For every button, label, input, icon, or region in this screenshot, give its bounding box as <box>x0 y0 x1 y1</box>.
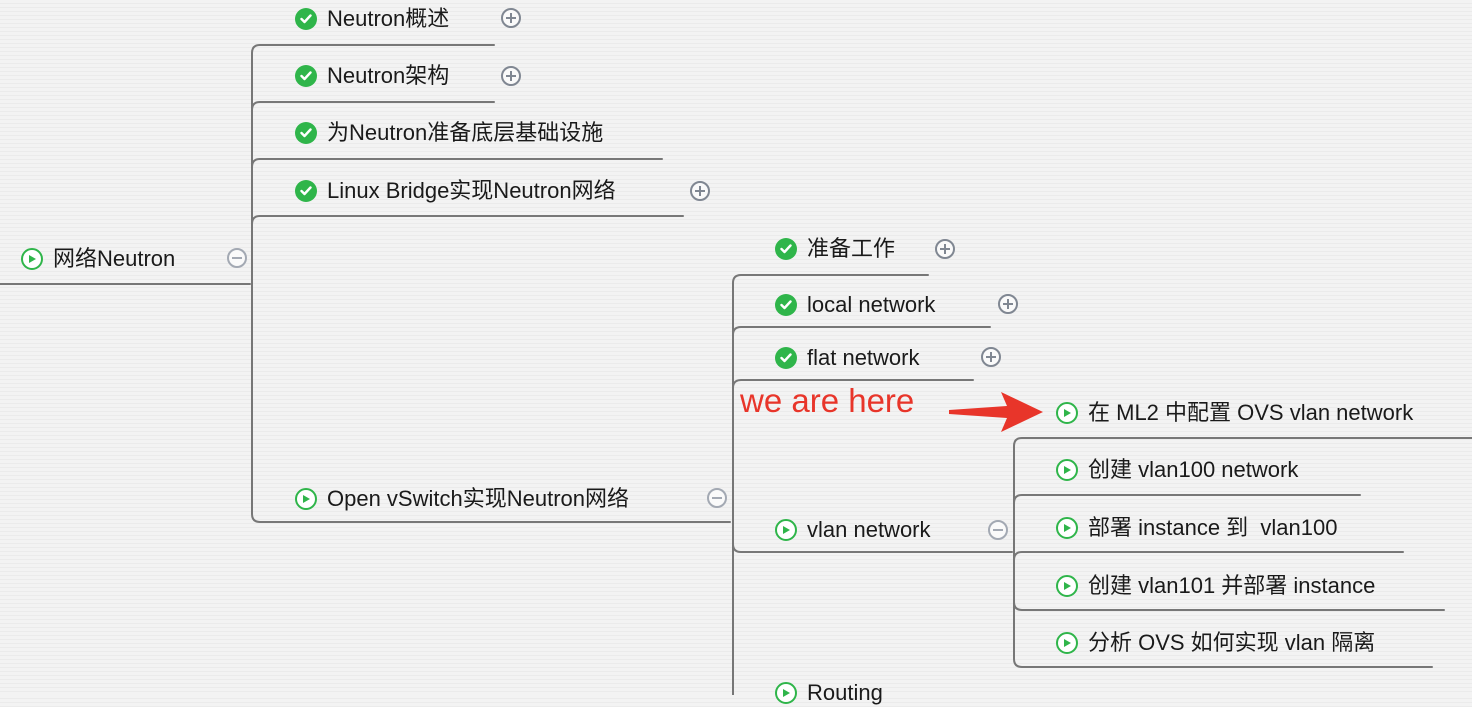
minus-circle-icon[interactable] <box>707 488 727 508</box>
check-circle-icon <box>775 347 797 369</box>
plus-circle-icon[interactable] <box>501 66 521 86</box>
vlan-child-label: 创建 vlan101 并部署 instance <box>1088 573 1376 598</box>
plus-circle-icon[interactable] <box>981 347 1001 367</box>
vlan-create-vlan100[interactable]: 创建 vlan100 network <box>1056 456 1298 484</box>
plus-circle-icon[interactable] <box>690 181 710 201</box>
play-circle-icon <box>1056 459 1078 481</box>
vlan-child-label: 创建 vlan100 network <box>1088 457 1299 482</box>
play-circle-icon <box>295 488 317 510</box>
root-label: 网络Neutron <box>53 246 176 271</box>
vlan-deploy-instance[interactable]: 部署 instance 到 vlan100 <box>1056 514 1337 542</box>
minus-circle-icon[interactable] <box>988 520 1008 540</box>
ovs-vlan-network[interactable]: vlan network <box>775 516 931 544</box>
check-circle-icon <box>775 238 797 260</box>
ovs-routing[interactable]: Routing <box>775 679 883 707</box>
branch-linux-bridge[interactable]: Linux Bridge实现Neutron网络 <box>295 177 616 205</box>
ovs-child-label: local network <box>807 292 936 317</box>
branch-label: Neutron概述 <box>327 6 450 31</box>
minus-circle-icon[interactable] <box>227 248 247 268</box>
play-circle-icon <box>1056 575 1078 597</box>
red-arrow-icon <box>949 392 1043 432</box>
vlan-child-label: 分析 OVS 如何实现 vlan 隔离 <box>1088 630 1376 655</box>
check-circle-icon <box>775 294 797 316</box>
play-circle-icon <box>1056 402 1078 424</box>
ovs-flat-network[interactable]: flat network <box>775 344 920 372</box>
branch-neutron-overview[interactable]: Neutron概述 <box>295 5 449 33</box>
play-circle-icon <box>775 682 797 704</box>
ovs-local-network[interactable]: local network <box>775 291 935 319</box>
vlan-create-vlan101[interactable]: 创建 vlan101 并部署 instance <box>1056 572 1375 600</box>
branch-label: 为Neutron准备底层基础设施 <box>327 120 604 145</box>
plus-circle-icon[interactable] <box>501 8 521 28</box>
ovs-child-label: flat network <box>807 345 920 370</box>
vlan-ml2-config[interactable]: 在 ML2 中配置 OVS vlan network <box>1056 399 1413 427</box>
ovs-prep-work[interactable]: 准备工作 <box>775 235 895 263</box>
branch-infrastructure[interactable]: 为Neutron准备底层基础设施 <box>295 119 603 147</box>
vlan-isolation-analysis[interactable]: 分析 OVS 如何实现 vlan 隔离 <box>1056 629 1375 657</box>
vlan-child-label: 在 ML2 中配置 OVS vlan network <box>1088 400 1414 425</box>
play-circle-icon <box>21 248 43 270</box>
branch-label: Neutron架构 <box>327 63 450 88</box>
branch-label: Open vSwitch实现Neutron网络 <box>327 486 629 511</box>
root-node[interactable]: 网络Neutron <box>21 245 175 273</box>
branch-neutron-architecture[interactable]: Neutron架构 <box>295 62 449 90</box>
check-circle-icon <box>295 8 317 30</box>
check-circle-icon <box>295 65 317 87</box>
ovs-child-label: 准备工作 <box>807 236 896 261</box>
play-circle-icon <box>1056 632 1078 654</box>
check-circle-icon <box>295 122 317 144</box>
branch-label: Linux Bridge实现Neutron网络 <box>327 178 616 203</box>
play-circle-icon <box>775 519 797 541</box>
plus-circle-icon[interactable] <box>998 294 1018 314</box>
branch-open-vswitch[interactable]: Open vSwitch实现Neutron网络 <box>295 485 629 513</box>
ovs-child-label: vlan network <box>807 517 931 542</box>
plus-circle-icon[interactable] <box>935 239 955 259</box>
vlan-child-label: 部署 instance 到 vlan100 <box>1088 515 1338 540</box>
ovs-child-label: Routing <box>807 680 883 705</box>
check-circle-icon <box>295 180 317 202</box>
annotation-text: we are here <box>740 382 915 419</box>
play-circle-icon <box>1056 517 1078 539</box>
